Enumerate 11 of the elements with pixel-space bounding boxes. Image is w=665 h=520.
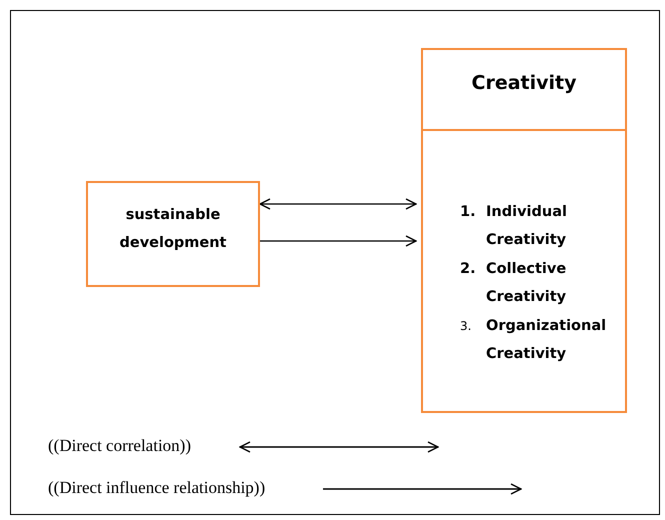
heading: Creativity [470,72,578,94]
category-box [421,48,627,413]
legend-label: ((Direct influence relationship)) [48,478,266,498]
node-label: sustainable development [118,206,228,253]
arrow [259,198,417,210]
list-item: 1. Individual Creativity [460,203,568,250]
legend-label: ((Direct correlation)) [48,436,191,456]
concept-box [86,181,260,287]
arrow [260,235,417,247]
list-item: 3. Organizational Creativity [460,317,608,364]
list-item: 2. Collective Creativity [460,260,568,307]
